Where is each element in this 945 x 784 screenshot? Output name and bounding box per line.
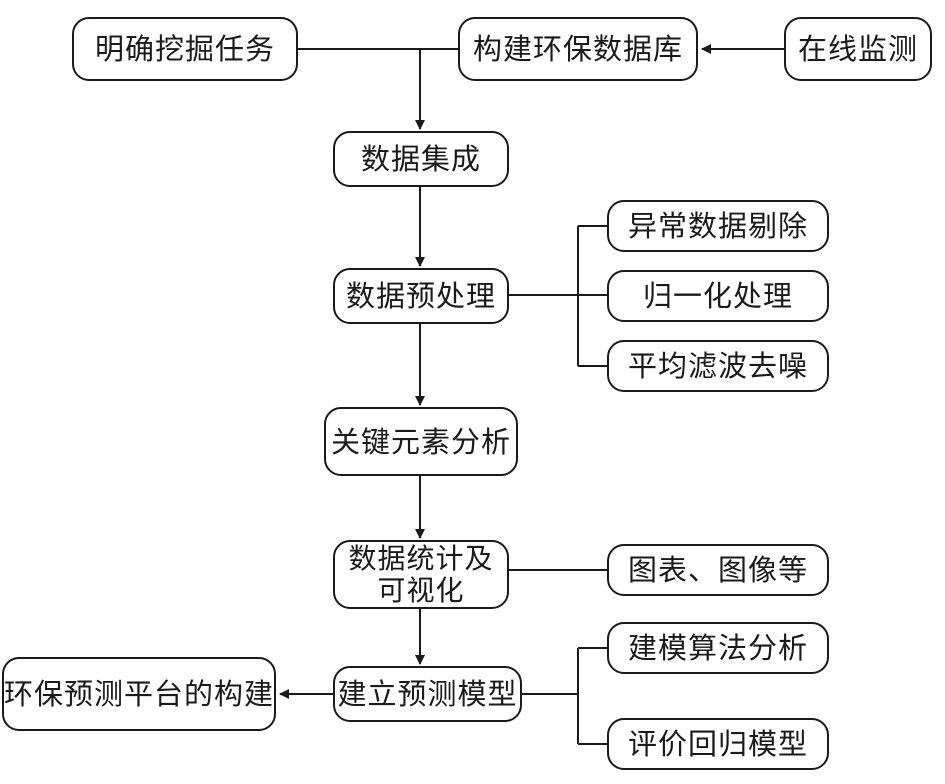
stats-visualization-label-line2: 可视化 (377, 573, 465, 607)
online-monitor-label: 在线监测 (797, 32, 918, 66)
key-elements-label: 关键元素分析 (330, 424, 511, 459)
data-integration-label: 数据集成 (360, 142, 481, 176)
online-monitor-box: 在线监测 (784, 17, 932, 81)
charts-images-label: 图表、图像等 (627, 553, 808, 587)
model-evaluation-label: 评价回归模型 (627, 727, 808, 761)
stats-visualization-label-line1: 数据统计及 (348, 541, 494, 575)
data-integration-box: 数据集成 (333, 131, 509, 187)
normalize-box: 归一化处理 (607, 270, 829, 322)
build-model-box: 建立预测模型 (333, 666, 522, 722)
build-database-box: 构建环保数据库 (458, 17, 698, 81)
preprocess-box: 数据预处理 (333, 268, 509, 324)
denoise-label: 平均滤波去噪 (627, 349, 808, 383)
build-model-label: 建立预测模型 (337, 677, 518, 711)
denoise-box: 平均滤波去噪 (607, 340, 829, 392)
normalize-label: 归一化处理 (642, 279, 793, 313)
algorithm-analysis-label: 建模算法分析 (627, 631, 808, 665)
preprocess-label: 数据预处理 (345, 279, 496, 313)
stats-visualization-box: 数据统计及 可视化 (333, 540, 509, 609)
define-task-label: 明确挖掘任务 (94, 32, 275, 66)
key-elements-box: 关键元素分析 (324, 407, 518, 476)
define-task-box: 明确挖掘任务 (72, 17, 298, 81)
platform-box: 环保预测平台的构建 (2, 657, 276, 731)
build-database-label: 构建环保数据库 (472, 32, 683, 66)
platform-label: 环保预测平台的构建 (4, 677, 275, 711)
remove-abnormal-box: 异常数据剔除 (607, 200, 829, 252)
charts-images-box: 图表、图像等 (607, 544, 829, 596)
remove-abnormal-label: 异常数据剔除 (627, 209, 808, 243)
model-evaluation-box: 评价回归模型 (607, 718, 829, 770)
algorithm-analysis-box: 建模算法分析 (607, 622, 829, 674)
